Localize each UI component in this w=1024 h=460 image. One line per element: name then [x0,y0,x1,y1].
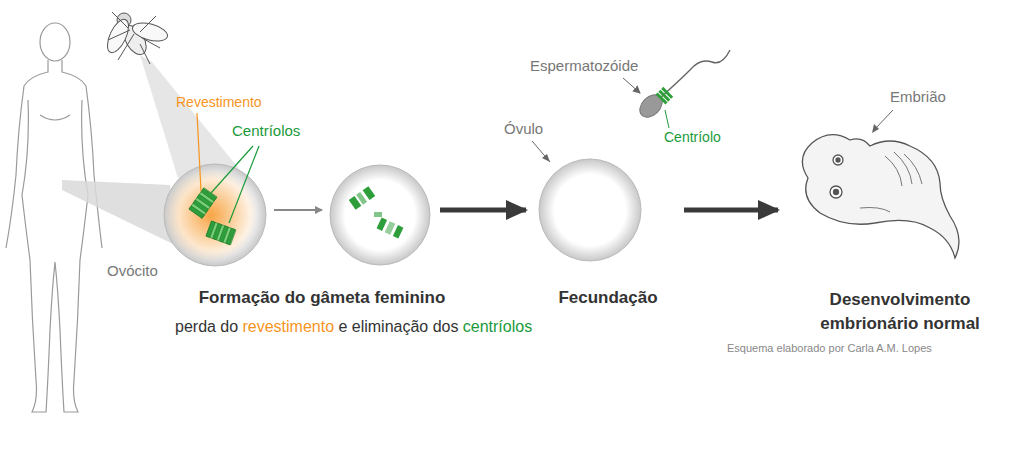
oocyte-circle [330,165,430,265]
stage-arrow [684,208,778,213]
stage-title: Fecundação [558,288,657,308]
credit-note: Esquema elaborado por Carla A.M. Lopes [727,342,932,354]
ovule-circle: Óvulo [538,158,642,262]
stage-note: centríolos [463,318,532,336]
node-outline [538,158,642,262]
stage-title: Desenvolvimento embrionário normal [795,288,1005,336]
part-label: Espermatozóide [530,57,638,74]
stage-arrow [274,209,322,211]
stage-note-line: perda dorevestimentoe eliminação dos cent… [175,318,532,336]
node-label: Embrião [890,88,946,105]
zoom-wedge [140,55,240,178]
woman-silhouette [6,23,102,412]
stage-title: Formação do gâmeta feminino [199,288,446,308]
sperm [623,50,730,128]
node-outline [163,163,267,267]
part-label: Centríolo [664,129,721,145]
fruit-fly [103,12,169,64]
node-outline [790,88,990,268]
stage-note: perda do [175,318,238,336]
stage-note: e eliminação dos [338,318,458,336]
stage-arrow [440,208,526,213]
node-label: Ovócito [107,262,158,279]
oocyte-circle: Ovócito [163,163,267,267]
stage-note: revestimento [242,318,334,336]
part-label: Revestimento [176,94,262,110]
node-label: Óvulo [504,120,543,137]
part-label: Centríolos [232,122,300,139]
zoom-wedge [62,180,175,245]
embryo-figure: Embrião [790,88,990,268]
